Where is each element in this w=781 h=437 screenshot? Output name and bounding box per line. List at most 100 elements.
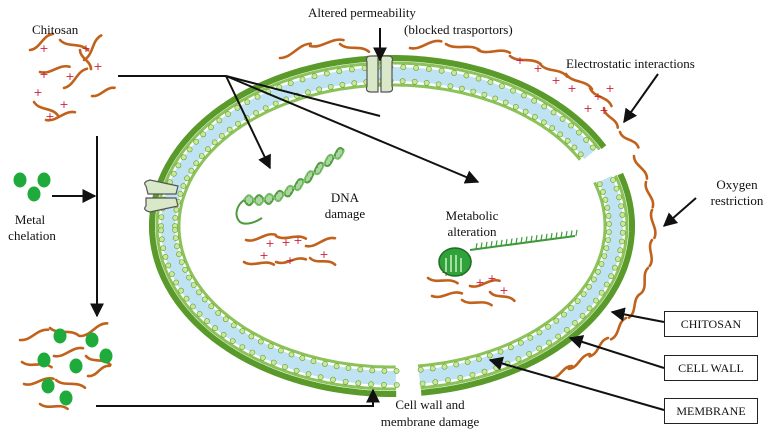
phospholipid-head bbox=[605, 212, 612, 219]
phospholipid-head bbox=[188, 167, 195, 174]
phospholipid-head bbox=[619, 229, 626, 236]
chitosan-strand bbox=[508, 54, 543, 66]
chitosan-strand bbox=[52, 346, 85, 358]
transporter-protein-top bbox=[365, 55, 394, 93]
phospholipid-head bbox=[487, 79, 494, 85]
phospholipid-head bbox=[595, 268, 601, 275]
phospholipid-head bbox=[184, 175, 190, 182]
phospholipid-head bbox=[288, 351, 295, 358]
label-membrane-damage: membrane damage bbox=[380, 414, 480, 429]
phospholipid-head bbox=[172, 227, 178, 233]
phospholipid-head bbox=[546, 339, 552, 346]
phospholipid-head bbox=[208, 303, 215, 310]
chitosan-strand bbox=[84, 354, 112, 367]
cell-wall-segment bbox=[149, 226, 397, 397]
positive-charge: + bbox=[59, 98, 68, 111]
phospholipid-head bbox=[158, 236, 165, 243]
phospholipid-head bbox=[249, 349, 256, 356]
phospholipid-head bbox=[568, 304, 574, 311]
phospholipid-head bbox=[602, 196, 609, 203]
chitosan-strand bbox=[242, 260, 276, 266]
phospholipid-head bbox=[598, 261, 605, 267]
chitosan-strand bbox=[32, 100, 60, 118]
phospholipid-head bbox=[564, 137, 571, 144]
metal-ions bbox=[13, 172, 113, 406]
chitosan-strand bbox=[244, 232, 277, 242]
arrow-cellwall-box bbox=[568, 335, 665, 369]
phospholipid-head bbox=[617, 247, 624, 254]
positive-charge: + bbox=[567, 82, 576, 95]
phospholipid-head bbox=[555, 333, 562, 340]
phospholipid-head bbox=[310, 358, 317, 365]
phospholipid-head bbox=[612, 264, 618, 271]
chitosan-strand bbox=[20, 360, 53, 369]
positive-charge: + bbox=[515, 54, 524, 67]
phospholipid-head bbox=[330, 376, 336, 383]
chitosan-strand bbox=[567, 352, 592, 371]
metal-ion bbox=[37, 352, 51, 368]
phospholipid-head bbox=[606, 221, 612, 227]
chitosan-strand bbox=[426, 276, 459, 285]
phospholipid-head bbox=[316, 86, 323, 93]
phospholipid-head bbox=[327, 84, 334, 90]
chitosan-strand bbox=[648, 238, 654, 268]
phospholipid-head bbox=[574, 298, 581, 304]
membrane-layer-segment bbox=[420, 174, 629, 390]
chitosan-strands bbox=[18, 32, 657, 411]
phospholipid-head bbox=[498, 83, 505, 89]
chitosan-strand bbox=[38, 64, 71, 74]
phospholipid-head bbox=[158, 227, 164, 234]
phospholipid-head bbox=[229, 338, 236, 344]
membrane-layer-segment bbox=[417, 181, 607, 368]
membrane-layer-segment bbox=[418, 176, 623, 384]
chitosan-strand bbox=[22, 376, 55, 386]
positive-charge: + bbox=[45, 110, 54, 123]
metal-ion bbox=[13, 172, 27, 188]
phospholipid-head bbox=[173, 206, 180, 213]
phospholipid-head bbox=[457, 374, 464, 381]
phospholipid-head bbox=[451, 70, 457, 76]
phospholipid-head bbox=[492, 95, 499, 102]
phospholipid-head bbox=[603, 245, 610, 252]
positive-charge: + bbox=[81, 42, 90, 55]
positive-charges: +++++++++++++++++++++++++++ bbox=[33, 42, 614, 297]
phospholipid-head bbox=[517, 339, 524, 346]
chitosan-strand bbox=[338, 42, 371, 54]
phospholipid-head bbox=[580, 291, 587, 297]
phospholipid-head bbox=[593, 297, 599, 304]
chitosan-strand bbox=[308, 256, 337, 267]
transporter-protein-left bbox=[144, 179, 179, 213]
label-chelation: chelation bbox=[8, 228, 56, 243]
metal-ion bbox=[59, 390, 73, 406]
phospholipid-head bbox=[333, 363, 340, 370]
chitosan-strand bbox=[488, 290, 516, 303]
phospholipid-head bbox=[168, 271, 175, 277]
chitosan-strand bbox=[444, 42, 481, 52]
chitosan-strand bbox=[86, 364, 112, 378]
phospholipid-head bbox=[463, 72, 470, 79]
phospholipid-head bbox=[590, 276, 597, 283]
phospholipid-head bbox=[304, 89, 311, 96]
legend-box-membrane: MEMBRANE bbox=[664, 398, 758, 424]
phospholipid-head bbox=[425, 66, 432, 72]
phospholipid-head bbox=[572, 320, 578, 326]
phospholipid-head bbox=[189, 303, 196, 310]
phospholipid-head bbox=[400, 64, 407, 71]
label-dna-damage: damage bbox=[324, 206, 366, 221]
phospholipid-head bbox=[502, 99, 509, 106]
phospholipid-head bbox=[527, 334, 534, 341]
phospholipid-head bbox=[596, 181, 603, 187]
phospholipid-head bbox=[619, 211, 626, 218]
cell-wall-segment bbox=[149, 55, 607, 226]
phospholipid-head bbox=[162, 253, 169, 260]
phospholipid-head bbox=[165, 262, 172, 269]
chitosan-strand bbox=[18, 328, 50, 342]
label-metal: Metal bbox=[14, 212, 46, 227]
phospholipid-head bbox=[287, 80, 294, 86]
phospholipid-head bbox=[475, 75, 482, 82]
phospholipid-head bbox=[235, 120, 241, 127]
phospholipid-head bbox=[282, 363, 288, 370]
phospholipid-head bbox=[175, 162, 182, 169]
phospholipid-head bbox=[608, 273, 615, 280]
